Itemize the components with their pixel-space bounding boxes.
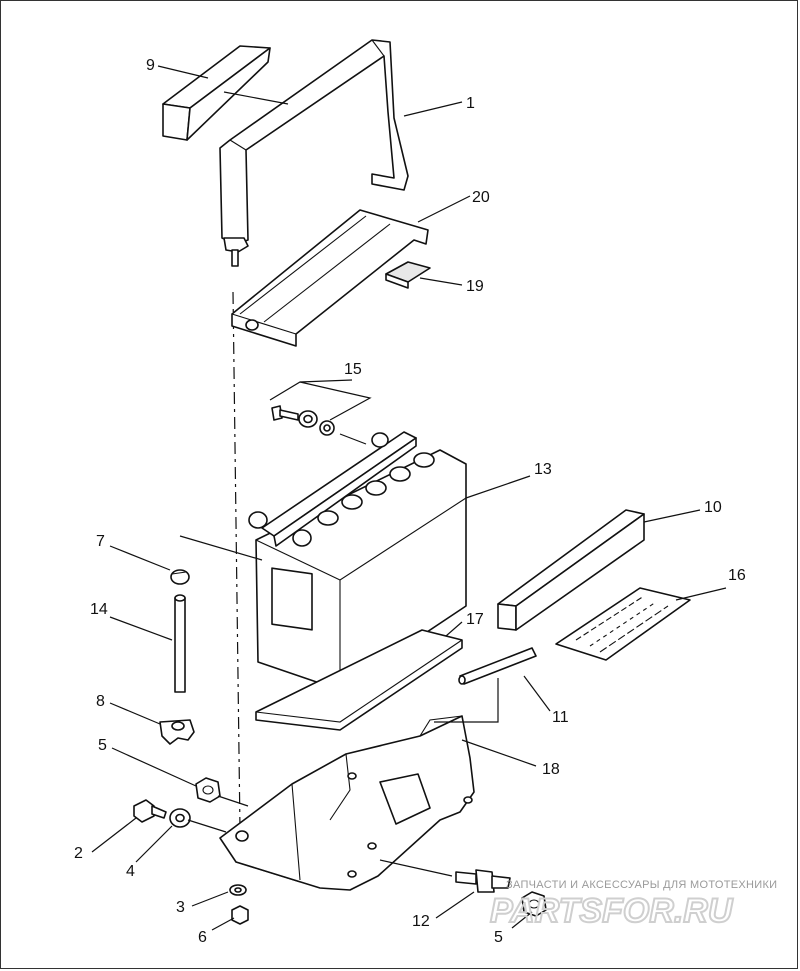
part-19-rubber-pad [385, 261, 431, 289]
part-12-stud [455, 869, 511, 893]
part-1-hold-down-strap [219, 39, 409, 267]
callout-17: 17 [466, 611, 484, 628]
leader-lines [91, 65, 727, 931]
watermark-brand: PARTSFOR.RU [490, 892, 734, 930]
part-20-top-bracket [231, 209, 429, 347]
part-13-battery [248, 431, 467, 691]
callout-2: 2 [74, 845, 83, 862]
callout-20: 20 [472, 189, 490, 206]
part-5-nut-upper [195, 777, 221, 803]
callout-12: 12 [412, 913, 430, 930]
part-11-overflow-tube [458, 647, 537, 685]
callout-8: 8 [96, 693, 105, 710]
part-9-pad [162, 45, 271, 141]
callout-6: 6 [198, 929, 207, 946]
callout-15: 15 [344, 361, 362, 378]
part-5-nut-lower [521, 891, 547, 917]
callout-5-lower: 5 [494, 929, 503, 946]
part-3-washer [229, 884, 247, 896]
callout-3: 3 [176, 899, 185, 916]
part-7-cap [170, 569, 190, 585]
part-10-foam-pad [497, 509, 645, 631]
watermark: ЗАПЧАСТИ И АКСЕССУАРЫ ДЛЯ МОТОТЕХНИКИ PA… [489, 879, 777, 931]
watermark-tagline: ЗАПЧАСТИ И АКСЕССУАРЫ ДЛЯ МОТОТЕХНИКИ [506, 879, 777, 891]
part-17-battery-pad [255, 629, 463, 731]
part-15-terminal-hardware [271, 405, 335, 436]
part-18-battery-tray [219, 715, 475, 891]
callout-10: 10 [704, 499, 722, 516]
part-8-tube-clip [159, 719, 195, 745]
callout-5-upper: 5 [98, 737, 107, 754]
callout-14: 14 [90, 601, 108, 618]
callout-13: 13 [534, 461, 552, 478]
part-16-warning-label [555, 587, 691, 661]
callout-7: 7 [96, 533, 105, 550]
callout-1: 1 [466, 95, 475, 112]
part-4-washer [169, 808, 191, 828]
callout-16: 16 [728, 567, 746, 584]
part-2-bolt [133, 799, 167, 823]
callout-9: 9 [146, 57, 155, 74]
callout-4: 4 [126, 863, 135, 880]
part-14-vent-tube [174, 594, 186, 693]
part-6-nut [231, 905, 249, 925]
alignment-centerline [232, 291, 241, 831]
callout-11: 11 [552, 709, 569, 726]
callout-18: 18 [542, 761, 560, 778]
callout-numbers: 9 1 20 19 15 13 10 16 17 7 14 8 11 5 18 … [74, 57, 746, 946]
callout-19: 19 [466, 278, 484, 295]
